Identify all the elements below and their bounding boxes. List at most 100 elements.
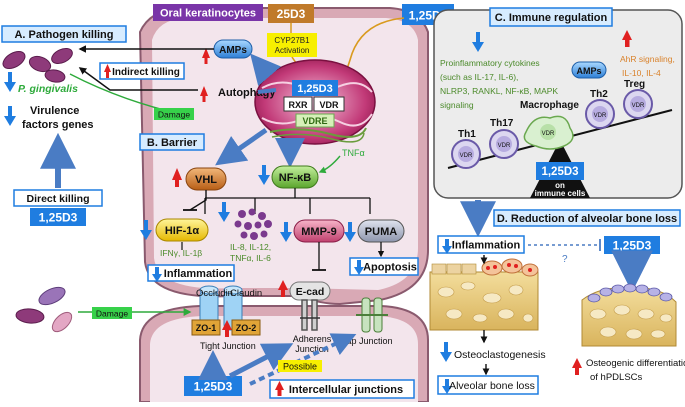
nfkb-pill: NF-κB	[271, 165, 319, 189]
virulence-down-arrow	[4, 106, 16, 126]
intercellular-box: Intercellular junctions	[269, 379, 415, 399]
claudin-label: Claudin	[230, 288, 262, 299]
tnfa-arrow	[318, 155, 341, 174]
vdr-tag: VDR	[542, 131, 555, 137]
mmp-down-arrow	[280, 222, 292, 242]
d25-box: 25D3	[268, 4, 314, 23]
intercellular-label: Intercellular junctions	[289, 384, 403, 396]
cytokines-down-arrow	[472, 32, 484, 52]
treg-cell: VDR Treg	[623, 79, 653, 119]
alveolar-bone-loss-box: Alveolar bone loss	[437, 375, 539, 395]
cyp-line2: Activation	[275, 46, 310, 55]
gap-junction-label: Gap Junction	[339, 336, 392, 346]
panel-d-d3-box: 1,25D3	[604, 236, 660, 254]
rxr-vdr-box: RXR VDR	[283, 96, 345, 112]
zo1-box: ZO-1	[191, 319, 221, 336]
vdr-tag: VDR	[460, 153, 473, 159]
vdre-box: VDRE	[295, 113, 335, 128]
on-line1: on	[555, 181, 565, 190]
th17-label: Th17	[490, 118, 514, 129]
zo2-box: ZO-2	[231, 319, 261, 336]
panel-c-amps: AMPs	[571, 61, 607, 79]
pg-down-arrow	[4, 72, 16, 92]
d3-to-gap-dashed-arrow	[249, 333, 357, 386]
ahr-up-arrow	[622, 30, 632, 47]
adherens-line1: Adherens	[293, 334, 332, 344]
rxr-label: RXR	[288, 100, 308, 110]
autophagy-to-pathogen-arrow	[78, 67, 198, 91]
hif-down-arrow	[140, 220, 152, 240]
panel-d-d3-label: 1,25D3	[613, 239, 652, 253]
tnfa-label: TNFα	[342, 148, 365, 158]
panel-b-title: B. Barrier	[147, 137, 198, 149]
vdr-tag: VDR	[498, 143, 511, 149]
d125-bottom-label: 1,25D3	[194, 380, 233, 394]
tight-junction-label: Tight Junction	[200, 341, 256, 351]
vdr-tag: VDR	[594, 113, 607, 119]
ahr-line2: IL-10, IL-4	[622, 68, 661, 78]
possible-box: Possible	[278, 360, 322, 372]
d3-to-adherens-arrow	[228, 343, 294, 379]
pg-label: P. gingivalis	[18, 83, 78, 95]
direct-killing-box: Direct killing	[13, 189, 103, 207]
osteoclasto-down-arrow	[440, 342, 452, 362]
panel-a-title: A. Pathogen killing	[14, 29, 113, 41]
damage-bottom-label: Damage	[96, 309, 128, 319]
cytokine-down-arrow	[218, 202, 230, 222]
cytokine-text-line: NLRP3, RANKL, NF-κB, MAPK	[440, 86, 558, 96]
panel-c-amps-label: AMPs	[576, 66, 601, 76]
nfkb-label: NF-κB	[279, 172, 311, 184]
cytokine-text-line: signaling	[440, 100, 474, 110]
cyp-line1: CYP27B1	[274, 36, 310, 45]
ahr-line1: AhR signaling,	[620, 54, 675, 64]
nfkb-down-arrow	[258, 165, 270, 185]
cytokine-line1: IL-8, IL-12,	[230, 242, 271, 252]
panel-c-d3-box: 1,25D3	[536, 162, 584, 180]
th2-cell: VDR Th2	[585, 89, 615, 129]
puma-pill: PUMA	[357, 219, 405, 243]
cytokine-line2: TNFα, IL-6	[230, 253, 271, 263]
macrophage-label: Macrophage	[520, 100, 579, 111]
panel-d-inflammation-label: Inflammation	[452, 240, 521, 252]
occludin-label: Occludin	[196, 288, 233, 299]
panel-c-title: C. Immune regulation	[495, 12, 608, 24]
zo-up-arrow	[222, 320, 232, 337]
hif-label: HIF-1α	[165, 225, 200, 237]
alveolar-bone-loss-label: Alveolar bone loss	[449, 380, 535, 392]
mmp-pill: MMP-9	[293, 219, 345, 243]
immune-cells: VDR Th1 VDR Th17 VDR Macrophage VDR Th2 …	[451, 79, 653, 169]
indirect-up-arrow	[104, 64, 111, 78]
damage-top-box: Damage	[154, 108, 194, 120]
vdr-label: VDR	[319, 100, 339, 110]
panel-a-d3-box: 1,25D3	[30, 208, 86, 226]
barrier-inflammation-label: Inflammation	[164, 268, 233, 280]
d25-label: 25D3	[277, 7, 306, 21]
possible-label: Possible	[283, 362, 317, 372]
ecad-label: E-cad	[296, 286, 325, 298]
cyp27b1-box: CYP27B1 Activation	[267, 33, 317, 57]
nucleus-to-autophagy-link	[257, 88, 277, 94]
cytokine-text-line: (such as IL-17, IL-6),	[440, 72, 518, 82]
bone-tissue-right	[581, 283, 677, 347]
nucleus-d3-label: 1,25D3	[297, 83, 332, 95]
zo2-label: ZO-2	[236, 323, 257, 333]
th1-cell: VDR Th1	[451, 129, 481, 169]
vdr-tag: VDR	[632, 103, 645, 109]
virulence-line2: factors genes	[22, 119, 94, 131]
cytokine-dots	[234, 208, 272, 240]
panel-c-d3-label: 1,25D3	[541, 166, 578, 178]
barrier-inflammation-box: Inflammation	[147, 264, 235, 282]
treg-label: Treg	[624, 79, 645, 90]
direct-killing-label: Direct killing	[26, 193, 89, 205]
panel-c-title-box: C. Immune regulation	[489, 7, 613, 27]
osteogenic-line1: Osteogenic differentiation	[586, 358, 685, 369]
ecad-up-arrow	[278, 280, 288, 297]
osteogenic-line2: of hPDLSCs	[590, 372, 643, 383]
th1-label: Th1	[458, 129, 476, 140]
virulence-line1: Virulence	[30, 105, 79, 117]
zo1-label: ZO-1	[196, 323, 217, 333]
amps-up-arrow	[202, 48, 210, 64]
autophagy-up-arrow	[200, 86, 208, 102]
panel-d-inflammation-box: Inflammation	[437, 235, 525, 254]
adherens-line2: Junction	[295, 344, 329, 354]
